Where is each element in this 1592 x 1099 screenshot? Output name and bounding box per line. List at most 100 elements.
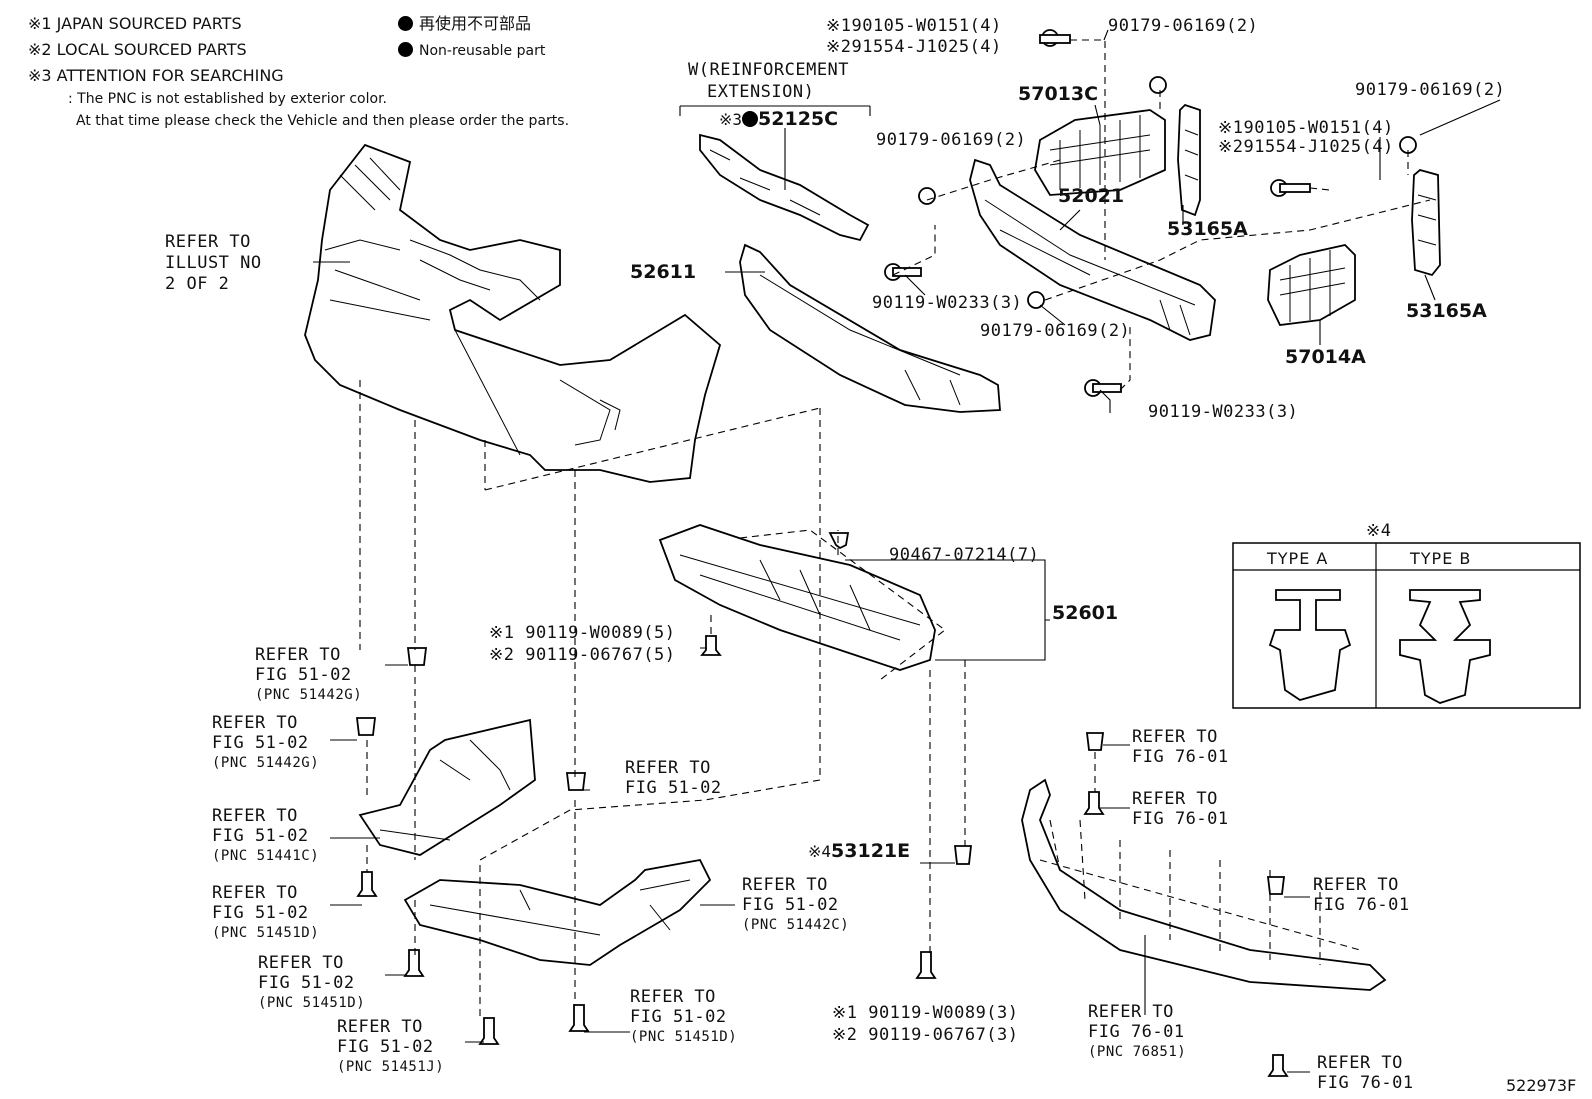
label-53165a-left: 53165A (1167, 218, 1248, 240)
refer-fig: FIG 51-02 (625, 778, 722, 798)
label-90119-w0089-top: ※1 90119-W0089(5) (489, 623, 676, 643)
bracket-53165a-left-drawing (1177, 103, 1201, 217)
bumper-reinforcement-drawing (969, 158, 1216, 341)
refer-line: REFER TO (212, 806, 298, 826)
refer-line: REFER TO (258, 953, 344, 973)
legend-note-attention-line2: At that time please check the Vehicle an… (76, 113, 570, 129)
refer-fig: FIG 76-01 (1132, 809, 1229, 829)
label-52611: 52611 (630, 261, 697, 283)
refer-illust: REFER TO ILLUST NO 2 OF 2 (165, 232, 262, 295)
lower-molding-drawing (1021, 778, 1387, 991)
refer-line: REFER TO (625, 758, 711, 778)
non-reusable-dot-icon (398, 16, 413, 31)
refer-fig: FIG 51-02 (337, 1037, 434, 1057)
refer-pnc: (PNC 51451D) (258, 995, 366, 1011)
engine-under-cover-right-drawing (403, 858, 712, 966)
refer-pnc: (PNC 51442G) (212, 755, 320, 771)
refer-fig: FIG 51-02 (630, 1007, 727, 1027)
bracket-57013c-drawing (1034, 109, 1166, 196)
clip-type-table-drawing (1232, 542, 1581, 709)
non-reusable-jp: 再使用不可部品 (398, 14, 531, 34)
refer-fig: FIG 76-01 (1132, 747, 1229, 767)
label-52125c: ※3 52125C (719, 109, 838, 130)
label-52125c-pnc: 52125C (758, 108, 839, 130)
leader-lines (313, 29, 1501, 1073)
label-53165a-right: 53165A (1406, 300, 1487, 322)
clip-type-a-label: TYPE A (1267, 549, 1329, 568)
refer-illust-line1: REFER TO (165, 232, 251, 252)
label-90119-w0233-left: 90119-W0233(3) (872, 293, 1023, 313)
refer-fig: FIG 51-02 (258, 973, 355, 993)
refer-line: REFER TO (1132, 789, 1218, 809)
refer-illust-line3: 2 OF 2 (165, 274, 230, 294)
refer-line: REFER TO (1088, 1002, 1174, 1022)
refer-line: REFER TO (212, 883, 298, 903)
refer-fig: FIG 76-01 (1313, 895, 1410, 915)
label-52601: 52601 (1052, 602, 1119, 624)
refer-fig: FIG 51-02 (742, 895, 839, 915)
refer-line: REFER TO (1317, 1053, 1403, 1073)
non-reusable-en-text: Non-reusable part (419, 43, 546, 59)
refer-fig: FIG 76-01 (1088, 1022, 1185, 1042)
non-reusable-en: Non-reusable part (398, 41, 545, 61)
label-90119-06767-bottom: ※2 90119-06767(3) (832, 1025, 1019, 1045)
refer-pnc: (PNC 51441C) (212, 848, 320, 864)
refer-line: REFER TO (1313, 875, 1399, 895)
non-reusable-jp-text: 再使用不可部品 (419, 14, 532, 33)
label-52125c-mark: ※3 (719, 110, 743, 129)
refer-line: REFER TO (255, 645, 341, 665)
refer-line: REFER TO (1132, 727, 1218, 747)
refer-pnc: (PNC 51451D) (630, 1029, 738, 1045)
refer-pnc: (PNC 51442G) (255, 687, 363, 703)
label-90179-06169-low: 90179-06169(2) (980, 321, 1131, 341)
clip-types-marker: ※4 (1366, 521, 1392, 541)
label-53121e-pnc: 53121E (831, 840, 911, 862)
refer-fig: FIG 51-02 (212, 826, 309, 846)
label-57013c: 57013C (1018, 83, 1099, 105)
label-90105-w0151-top: ※190105-W0151(4) (826, 16, 1002, 36)
engine-under-cover-left-drawing (358, 718, 536, 856)
refer-fig: FIG 51-02 (255, 665, 352, 685)
label-90119-06767-top: ※2 90119-06767(5) (489, 645, 676, 665)
group-label-line2: EXTENSION) (707, 82, 815, 102)
label-90179-06169-top: 90179-06169(2) (1108, 16, 1259, 36)
refer-line: REFER TO (212, 713, 298, 733)
label-57014a: 57014A (1285, 346, 1366, 368)
refer-illust-line2: ILLUST NO (165, 253, 262, 273)
label-90119-w0233-right: 90119-W0233(3) (1148, 402, 1299, 422)
refer-line: REFER TO (337, 1017, 423, 1037)
bumper-cover-drawing (304, 143, 722, 483)
refer-pnc: (PNC 51442C) (742, 917, 850, 933)
bracket-53165a-right-drawing (1411, 169, 1441, 277)
under-cover-drawing (658, 524, 946, 681)
label-53121e: ※453121E (808, 841, 910, 862)
bracket-57014a-drawing (1267, 244, 1356, 326)
refer-pnc: (PNC 51451J) (337, 1059, 445, 1075)
label-90119-w0089-bottom: ※1 90119-W0089(3) (832, 1003, 1019, 1023)
non-reusable-dot-icon (398, 42, 413, 57)
figure-id: 522973F (1506, 1076, 1577, 1095)
assembly-guide-lines (359, 39, 1431, 1020)
refer-fig: FIG 51-02 (212, 903, 309, 923)
label-90105-w0151-right: ※190105-W0151(4) (1218, 118, 1394, 138)
label-53121e-mark: ※4 (808, 842, 832, 861)
fastener-icons (355, 29, 1417, 1077)
label-52021: 52021 (1058, 185, 1125, 207)
refer-pnc: (PNC 76851) (1088, 1044, 1187, 1060)
refer-line: REFER TO (742, 875, 828, 895)
group-label-line1: W(REINFORCEMENT (688, 60, 850, 80)
legend-note-local: ※2 LOCAL SOURCED PARTS (28, 40, 247, 59)
